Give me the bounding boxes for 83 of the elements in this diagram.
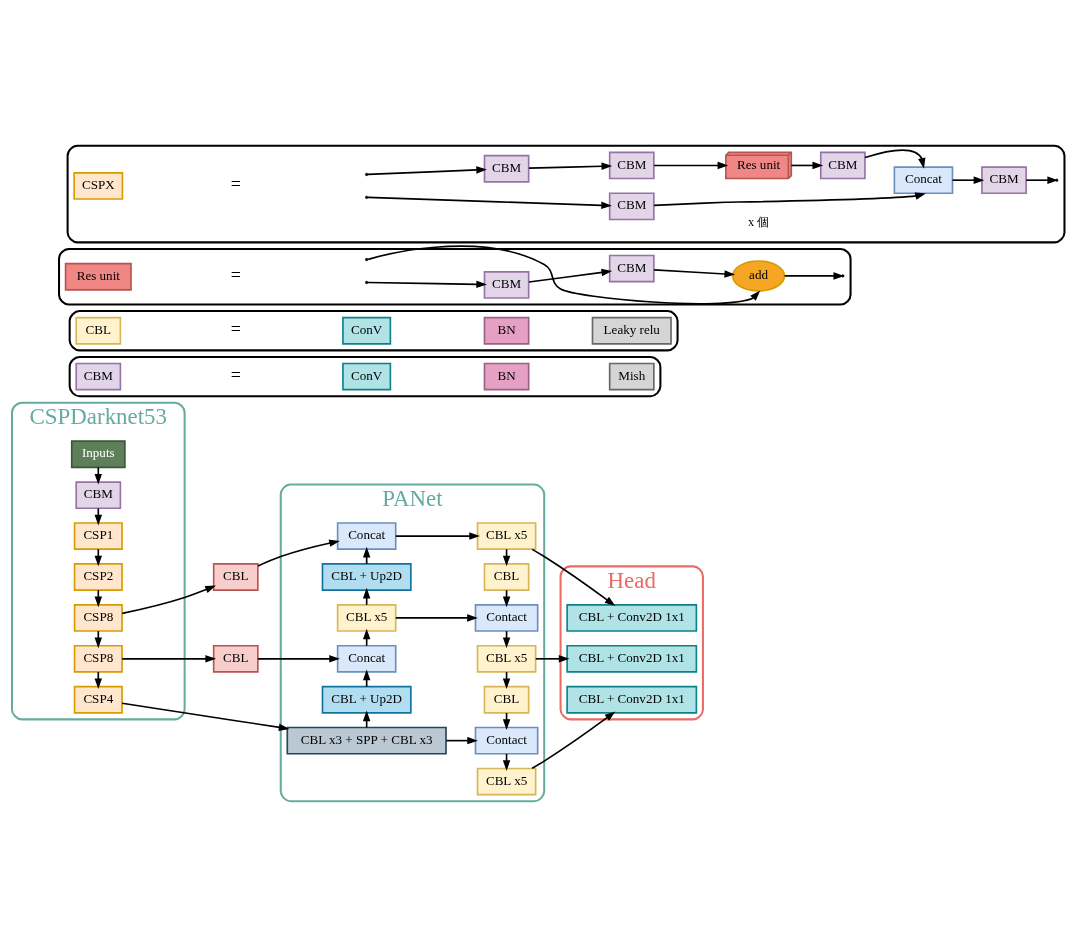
arrow <box>653 192 926 207</box>
node-box: CBL x5 <box>476 644 537 673</box>
arrow <box>121 702 290 731</box>
node-box: CBM <box>483 271 530 299</box>
arrow <box>94 589 103 608</box>
arrow <box>257 539 340 567</box>
node-box: CBL <box>75 316 122 345</box>
node-box: Mish <box>608 362 655 391</box>
arrow <box>445 736 478 745</box>
node-box: CBM <box>981 166 1027 195</box>
node-box: CBL + Up2D <box>321 563 412 591</box>
arrow <box>951 176 985 184</box>
arrow <box>1025 176 1058 184</box>
node-box: CSP1 <box>73 522 123 550</box>
arrow <box>94 548 103 567</box>
arrow <box>783 272 845 280</box>
arrow <box>531 711 616 770</box>
arrow <box>257 655 340 663</box>
arrow <box>94 507 103 526</box>
node-box: CBM <box>75 362 122 391</box>
node-box: CBM <box>608 254 655 283</box>
arrow <box>528 162 613 170</box>
node-box: CBM <box>819 151 866 180</box>
arrow <box>653 161 729 170</box>
label: = <box>230 265 241 286</box>
node-box: Res unit <box>64 262 132 291</box>
arrow <box>790 161 824 170</box>
node-box: CBL x5 <box>476 522 537 550</box>
node-box: Contact <box>474 726 539 755</box>
node-box: ConV <box>342 362 392 391</box>
node-label: x 個 <box>747 214 770 229</box>
node-box: CBL + Up2D <box>321 685 412 714</box>
node-box: ConV <box>342 316 392 345</box>
arrow <box>94 466 103 485</box>
node-box: CBL + Conv2D 1x1 <box>566 604 698 632</box>
node-box: Concat <box>893 166 954 195</box>
cluster <box>66 144 1066 244</box>
node-box: Concat <box>336 522 397 550</box>
node-box: CBL <box>212 563 259 591</box>
node-box: CSP2 <box>73 563 123 591</box>
node-box: CBL <box>212 644 259 673</box>
label: = <box>230 319 241 340</box>
arrow <box>531 548 616 607</box>
node-box: CBM <box>483 154 530 183</box>
node-box: CBL x5 <box>336 604 397 632</box>
arrow <box>367 166 487 176</box>
node-box: Inputs <box>70 440 126 469</box>
arrow <box>121 585 216 615</box>
label: = <box>230 365 241 386</box>
arrow <box>395 614 478 622</box>
arrow <box>395 532 480 540</box>
node-box: CBL x3 + SPP + CBL x3 <box>286 726 447 755</box>
node-box: CBM <box>608 151 655 180</box>
arrow <box>367 245 761 305</box>
node-box: CBL <box>483 685 530 714</box>
arrow <box>864 149 926 169</box>
arrow <box>653 269 736 278</box>
node-box: CBM <box>75 481 122 510</box>
node-box: CBL <box>483 563 530 591</box>
node-box: CSP8 <box>73 644 123 673</box>
node-ellipse: add <box>731 260 786 292</box>
arrow <box>367 280 487 289</box>
node-box: CBL + Conv2D 1x1 <box>566 685 698 714</box>
cluster <box>68 355 662 398</box>
node-box: CBL + Conv2D 1x1 <box>566 644 698 673</box>
node-box: Leaky relu <box>591 316 672 345</box>
node-box: CSPX <box>73 172 124 200</box>
arrow <box>367 196 612 210</box>
label: = <box>230 174 241 195</box>
node-box: BN <box>483 316 530 345</box>
node-box: Contact <box>474 604 539 632</box>
node-box: Concat <box>336 644 397 673</box>
arrow <box>528 268 613 283</box>
node-box: CSP4 <box>73 685 123 714</box>
node-box: BN <box>483 362 530 391</box>
node-box: CBL x5 <box>476 767 537 796</box>
arrow <box>94 630 103 649</box>
node-box: CBM <box>608 192 655 221</box>
arrow <box>121 655 217 663</box>
node-box: CSP8 <box>73 604 123 632</box>
cluster <box>68 310 679 352</box>
arrow <box>534 655 570 663</box>
arrow <box>94 671 103 690</box>
